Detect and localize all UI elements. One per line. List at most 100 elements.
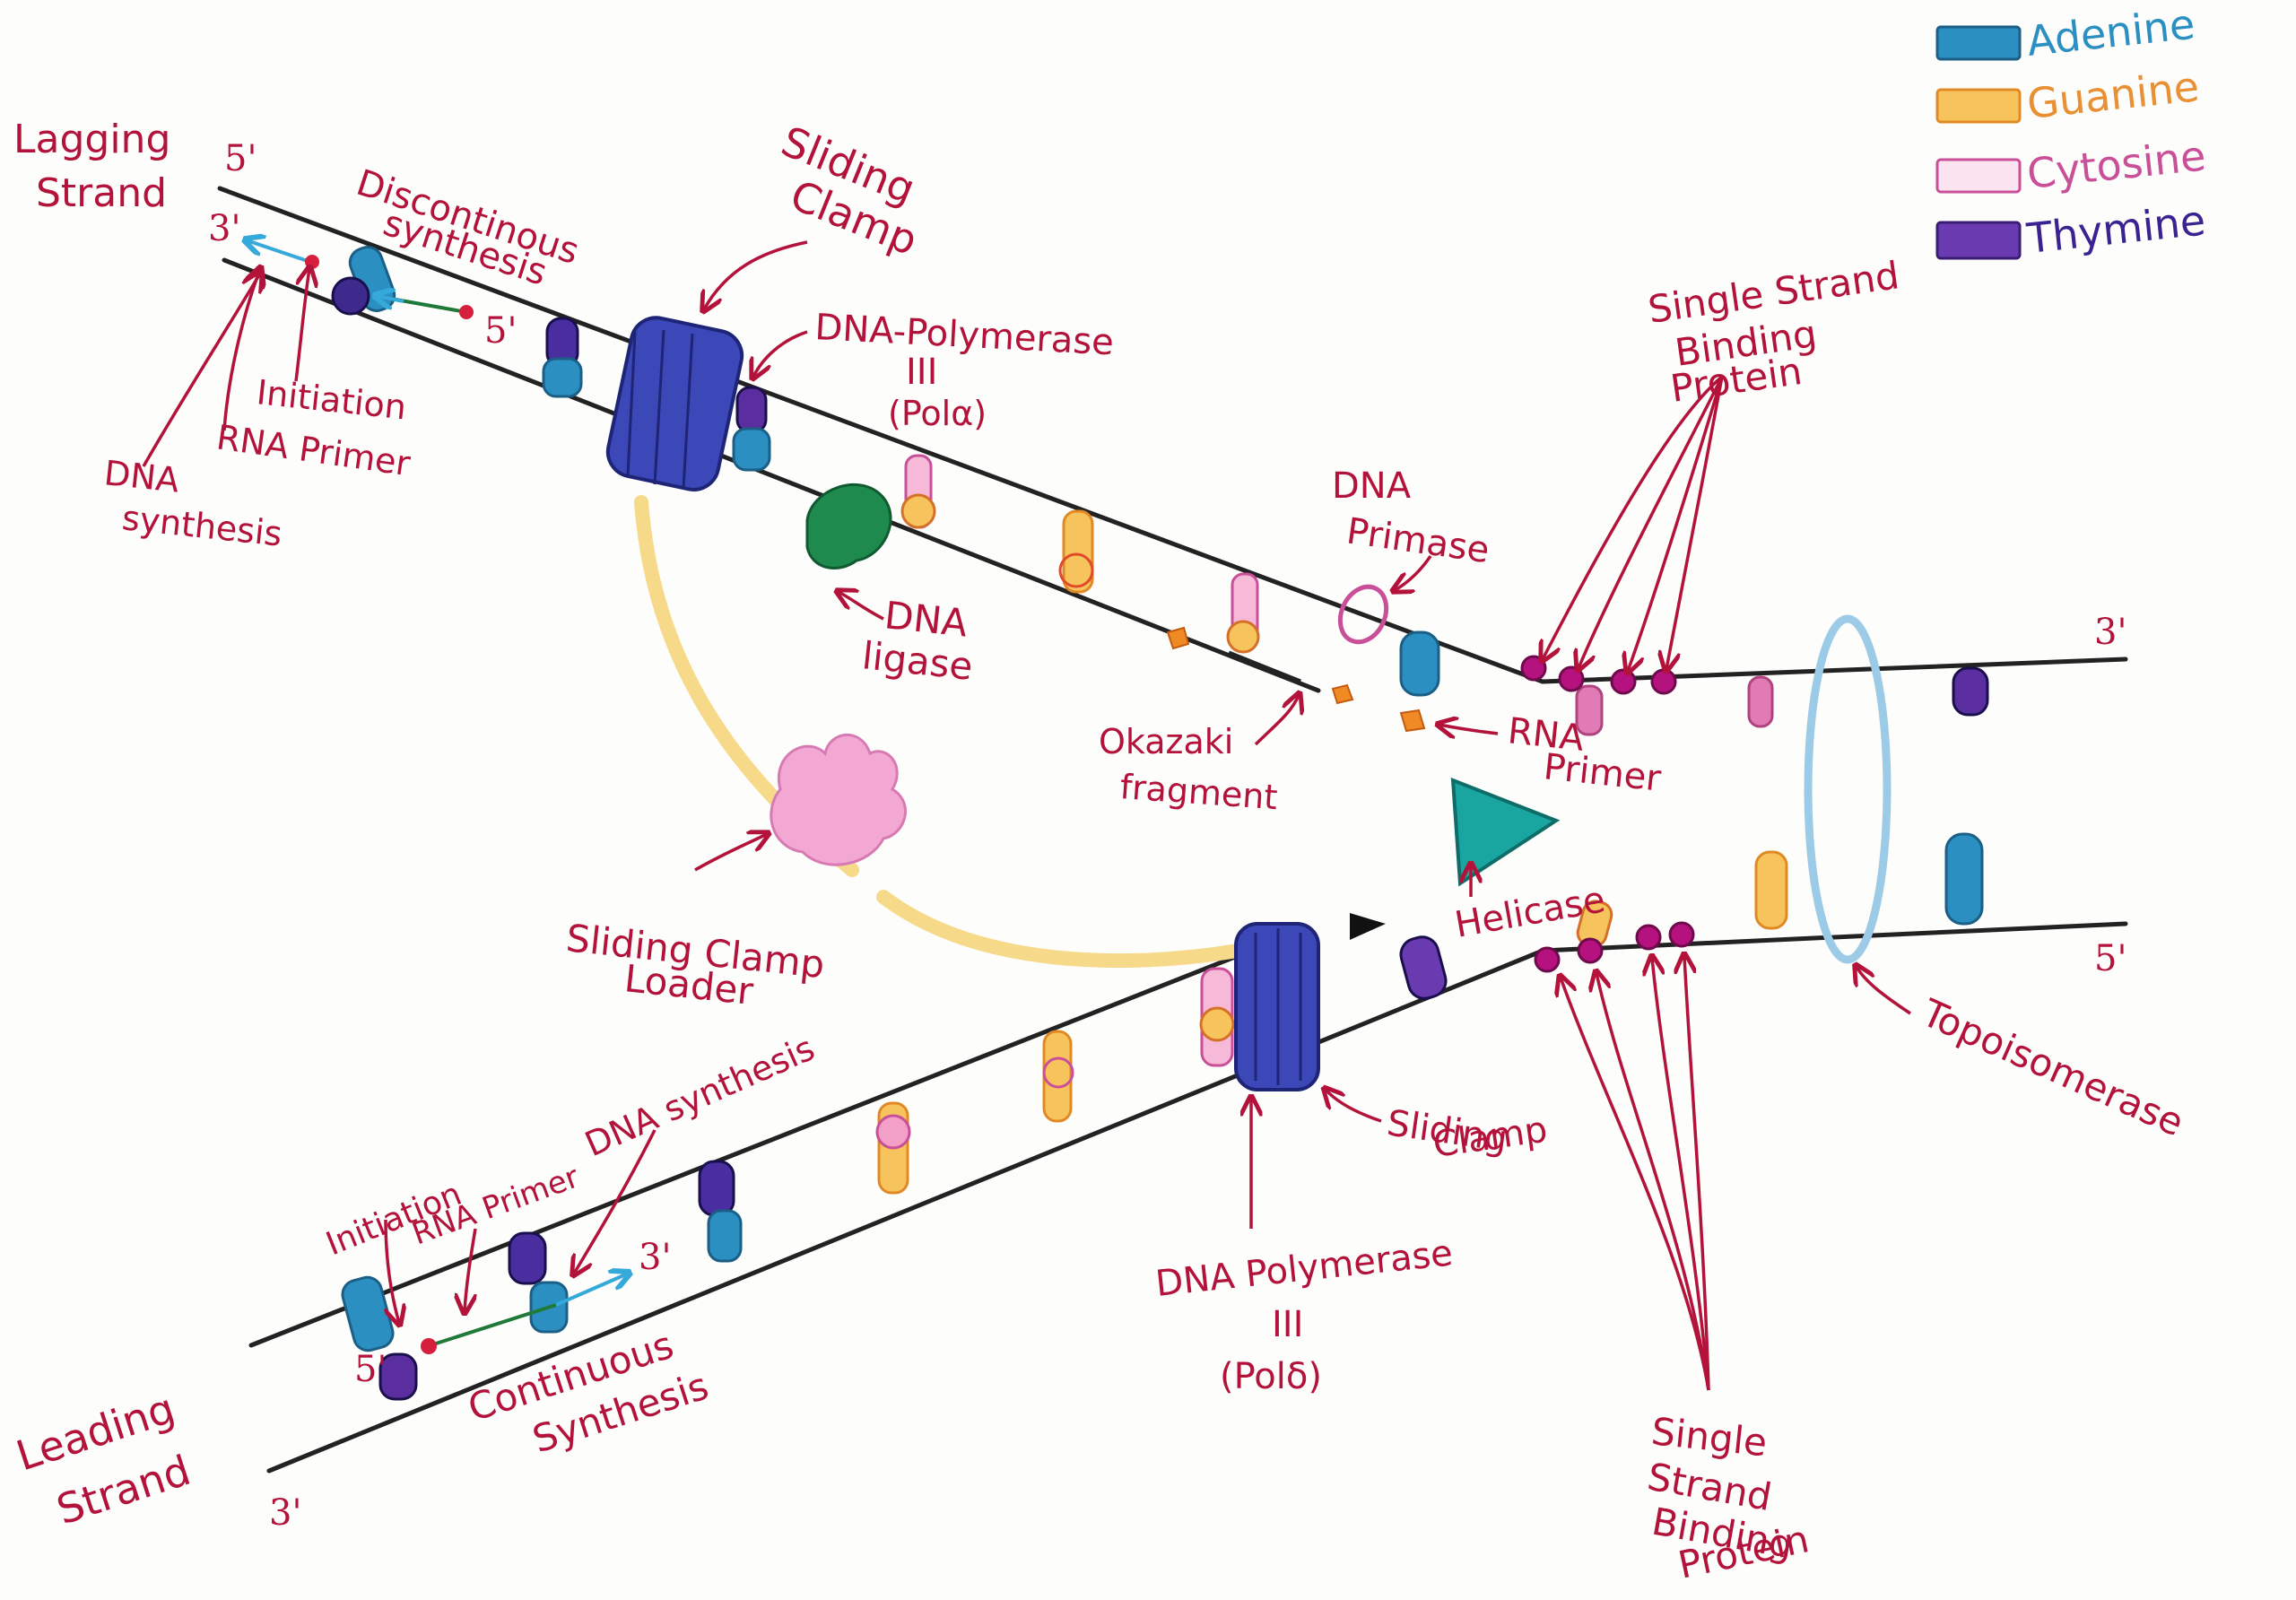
cytosine-base <box>1747 675 1774 728</box>
cytosine-base <box>1575 684 1604 736</box>
guanine-base <box>1226 620 1260 654</box>
sliding-clamp-loader-protein <box>770 733 907 866</box>
ssb-top-arrow <box>1666 376 1724 669</box>
lagging-template-strand <box>222 257 1321 693</box>
dna-ligase-arrow <box>839 592 884 621</box>
sliding-clamp-top-arrow <box>704 240 808 309</box>
topoisomerase-ring <box>1804 614 1892 964</box>
fragment-synthesis-arrow <box>377 296 404 301</box>
pol-delta-label: (Polδ) <box>1220 1356 1322 1397</box>
five-prime-label: 5' <box>2094 938 2126 979</box>
dna-primase-ring <box>1337 584 1389 645</box>
leading-bases <box>341 832 1984 1401</box>
thymine-base <box>378 1352 418 1401</box>
legend-thymine: Thymine <box>2024 196 2208 263</box>
dna-synthesis-top-label: DNA <box>102 453 181 500</box>
rna-primer-dot <box>421 1338 437 1354</box>
dna-synthesis-top-arrow <box>142 274 260 467</box>
topoisomerase-label: Topoisomerase <box>1915 990 2190 1145</box>
dna-synthesis-bottom-arrow <box>574 1129 657 1274</box>
thymine-base <box>735 386 768 434</box>
initiation-bottom-arrow <box>386 1219 399 1323</box>
cytosine-base <box>1058 552 1094 588</box>
label-arrows <box>142 240 1911 1391</box>
lagging-synthesis-arrow <box>247 240 306 262</box>
helicase-protein <box>1450 777 1561 887</box>
ssb-top-arrow <box>1543 375 1724 659</box>
dna-ligase-label: DNA <box>883 593 970 645</box>
dna-primase-label: Primase <box>1344 510 1492 571</box>
pol-delta-label: III <box>1272 1304 1303 1345</box>
thymine-base <box>1399 935 1448 1000</box>
ssb-dots <box>1520 655 1695 973</box>
five-prime-label: 5' <box>354 1349 387 1390</box>
three-prime-label: 3' <box>269 1492 301 1534</box>
ssb-bottom-arrow <box>1596 973 1710 1391</box>
pol-delta-label: DNA Polymerase <box>1153 1232 1455 1305</box>
five-prime-label: 5' <box>224 138 257 179</box>
cytosine-swatch <box>1935 158 2022 194</box>
three-prime-label: 3' <box>2094 612 2126 653</box>
leading-dna-synthesis-line <box>430 1303 557 1347</box>
thymine-base <box>1952 666 1989 717</box>
pol-alpha-arrow <box>753 330 808 377</box>
okazaki-fragment-label: Okazaki <box>1099 722 1233 761</box>
guanine-base <box>1199 1006 1235 1042</box>
leading-synthesis-arrow <box>555 1274 628 1307</box>
adenine-base <box>707 1209 743 1263</box>
guanine-swatch <box>1935 88 2022 124</box>
lagging-strand-label: Strand <box>36 170 167 216</box>
rna-primer-dot <box>459 305 474 319</box>
okazaki-arrow <box>1254 695 1299 746</box>
ssb-top-arrow <box>1578 376 1724 668</box>
rna-primer-top-label: RNA Primer <box>214 417 413 483</box>
lagging-bases <box>331 246 1989 736</box>
rna-primer-mid-arrow <box>1439 725 1499 734</box>
topoisomerase-arrow <box>1857 967 1911 1015</box>
adenine-base <box>341 1275 395 1352</box>
thymine-base <box>698 1160 735 1217</box>
rna-primer-top-arrow <box>294 269 309 382</box>
adenine-base <box>1399 630 1440 697</box>
ssb-protein-dot <box>1668 921 1695 948</box>
lagging-strand-label: Lagging <box>13 117 170 162</box>
ssb-protein-dot <box>1610 668 1637 695</box>
rna-primer-dot <box>305 255 319 269</box>
guanine-base <box>1062 509 1094 594</box>
lagging-parent-strand <box>217 186 1545 684</box>
adenine-base <box>542 357 583 398</box>
pol-alpha-label: DNA-Polymerase <box>813 307 1115 363</box>
sliding-clamp-bottom-arrow <box>1326 1090 1382 1123</box>
legend-adenine: Adenine <box>2025 0 2197 65</box>
guanine-base <box>1754 850 1788 930</box>
proteins <box>605 316 1892 1091</box>
rna-primer-piece <box>1331 683 1354 705</box>
okazaki-fragment-segment <box>1228 650 1301 684</box>
cytosine-base <box>1042 1057 1074 1089</box>
ssb-bottom-arrow <box>1684 956 1710 1391</box>
adenine-base <box>732 427 771 472</box>
ssb-top-arrow <box>1628 376 1724 671</box>
synthesis-arrows <box>247 240 628 1354</box>
legend-cytosine: Cytosine <box>2025 131 2208 198</box>
rna-primer-mid-label: RNA <box>1506 710 1587 760</box>
thymine-base <box>508 1231 547 1285</box>
labels: Lagging Strand Discontinous synthesis Sl… <box>11 117 2190 1587</box>
ssb-protein-dot <box>1650 668 1677 695</box>
dna-synthesis-top-label: synthesis <box>120 498 284 553</box>
legend: Adenine Guanine Cytosine Thymine <box>1935 0 2208 263</box>
initiation-top-label: Initiation <box>255 372 408 427</box>
cytosine-base <box>875 1114 911 1150</box>
ssb-protein-dot <box>1558 665 1585 692</box>
adenine-base <box>1944 832 1984 926</box>
sliding-clamp-top <box>605 316 744 491</box>
ssb-protein-dot <box>1534 946 1561 973</box>
ssb-protein-dot <box>1635 924 1662 951</box>
thymine-swatch <box>1935 221 2022 260</box>
leading-template-strand <box>248 939 1276 1348</box>
pol-alpha-label: (Polα) <box>888 394 987 433</box>
adenine-swatch <box>1935 25 2022 61</box>
clamp-loader-arc <box>876 890 1245 969</box>
ssb-protein-dot <box>1577 937 1604 964</box>
